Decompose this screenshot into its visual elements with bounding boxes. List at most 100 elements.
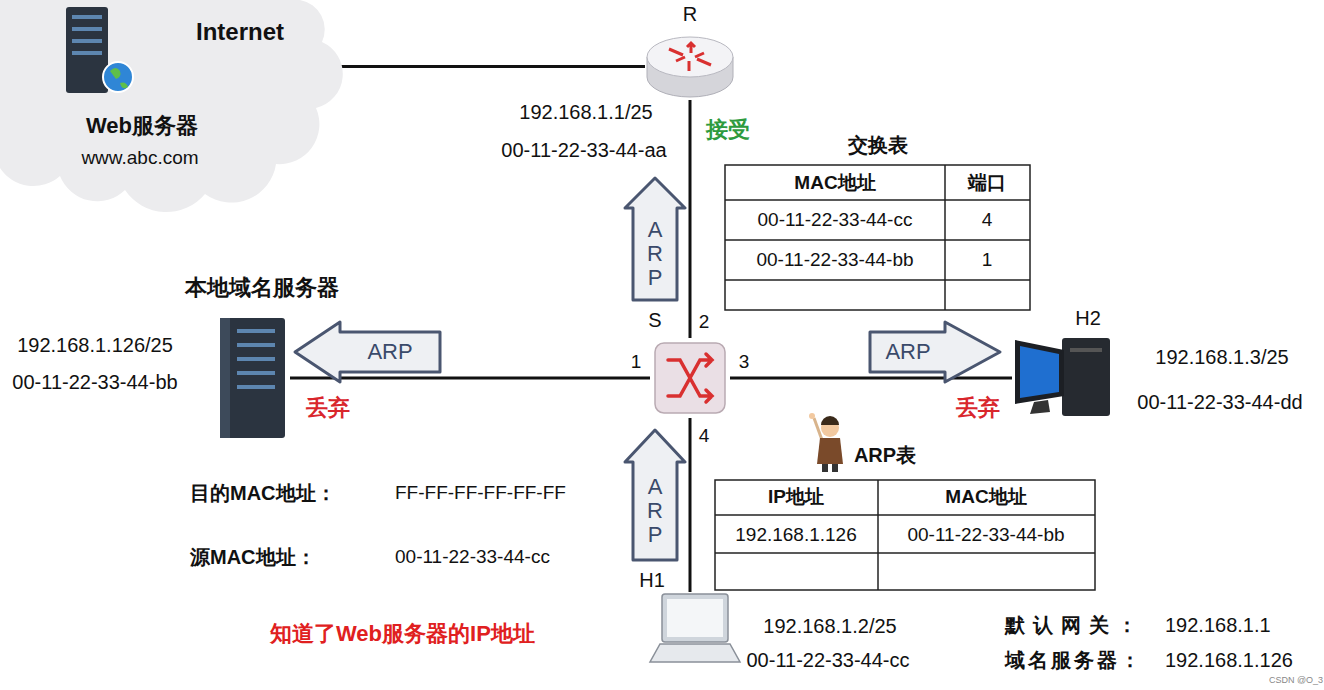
table-header: 端口 — [968, 172, 1006, 194]
icon-part — [237, 343, 275, 347]
arrow-label: ARP — [367, 339, 412, 364]
icon-part — [647, 37, 733, 77]
config-value: 192.168.1.1 — [1165, 614, 1271, 637]
frame-field: 目的MAC地址： — [190, 482, 336, 505]
table-cell: 192.168.1.126 — [735, 524, 857, 546]
table-cell: 1 — [982, 249, 993, 271]
presenter-figure — [809, 413, 843, 472]
arrow-label: ARP — [644, 475, 666, 548]
icon-part — [688, 61, 691, 71]
node-title: H1 — [639, 569, 665, 592]
config-value: 192.168.1.126 — [1165, 649, 1293, 672]
node-text: 192.168.1.1/25 — [519, 101, 652, 124]
arp-table-part — [877, 480, 879, 590]
icon-part — [1030, 400, 1050, 414]
icon-part — [655, 343, 725, 413]
arp-table-part — [715, 480, 1095, 590]
config-field: 域名服务器： — [1005, 649, 1143, 672]
icon-part — [237, 329, 275, 333]
icon-part — [72, 15, 102, 19]
node-text: www.abc.com — [81, 147, 198, 169]
port-number: 3 — [739, 351, 750, 373]
icon-part — [667, 599, 723, 637]
arp-arrow-part — [870, 322, 1000, 382]
dns-server: 本地域名服务器192.168.1.126/2500-11-22-33-44-bb — [215, 315, 290, 440]
host-h2: H2192.168.1.3/2500-11-22-33-44-dd — [1012, 330, 1112, 418]
table-header: MAC地址 — [945, 486, 1026, 508]
port-number: 4 — [699, 425, 710, 447]
node-title: Web服务器 — [86, 113, 198, 138]
icon-part — [237, 385, 275, 389]
icon-part — [669, 49, 685, 61]
switch-table-part — [725, 239, 1030, 241]
watermark: CSDN @O_3 — [1269, 675, 1323, 685]
icon-part — [1015, 340, 1064, 404]
node-title: H2 — [1075, 307, 1101, 330]
node-outline — [215, 315, 290, 440]
icon-part — [662, 594, 728, 642]
table-cell: 00-11-22-33-44-bb — [907, 524, 1064, 546]
icon-part — [668, 354, 712, 402]
table-header: IP地址 — [768, 486, 824, 508]
node-text: 00-11-22-33-44-cc — [746, 649, 909, 672]
table-cell: 00-11-22-33-44-cc — [758, 209, 913, 231]
node-text: 00-11-22-33-44-dd — [1137, 391, 1302, 414]
node-title: S — [648, 309, 661, 332]
node-text: 00-11-22-33-44-bb — [12, 371, 177, 394]
web-server: Web服务器www.abc.com — [60, 5, 170, 95]
port-number: 1 — [631, 351, 642, 373]
arp-arrow-part — [625, 430, 685, 560]
icon-part — [668, 354, 712, 396]
arp-arrow-part — [295, 322, 440, 382]
switch-table-part — [725, 165, 1030, 310]
presenter-figure-part — [814, 418, 822, 440]
table-header: MAC地址 — [794, 172, 875, 194]
node-text: 00-11-22-33-44-aa — [501, 139, 666, 162]
icon-part — [72, 27, 102, 31]
switch-table-part — [944, 165, 946, 310]
status-note: 接受 — [706, 117, 750, 142]
frame-value: FF-FF-FF-FF-FF-FF — [395, 482, 566, 504]
arrow-label: ARP — [644, 218, 666, 291]
table-title: ARP表 — [854, 444, 916, 467]
node-outline — [645, 33, 735, 100]
table-cell: 00-11-22-33-44-bb — [756, 249, 913, 271]
icon-part — [72, 39, 102, 43]
icon-part — [220, 318, 230, 438]
arp-table — [715, 480, 1095, 590]
host-h1: H1192.168.1.2/2500-11-22-33-44-cc — [648, 592, 740, 665]
network-link — [290, 377, 650, 380]
status-note: 丢弃 — [306, 395, 350, 420]
icon-part — [66, 7, 108, 93]
node-text: 192.168.1.3/25 — [1155, 346, 1288, 369]
switch-table-part — [725, 279, 1030, 281]
network-link — [730, 377, 1012, 380]
node-outline — [60, 5, 170, 95]
node-outline — [650, 338, 730, 418]
network-link — [689, 418, 692, 592]
status-note: 丢弃 — [956, 395, 1000, 420]
icon-part — [1020, 346, 1059, 398]
frame-value: 00-11-22-33-44-cc — [395, 546, 550, 568]
presenter-figure-part — [821, 416, 839, 425]
icon-part — [220, 318, 285, 438]
table-cell: 4 — [982, 209, 993, 231]
icon-part — [650, 644, 740, 662]
icon-part — [1062, 338, 1110, 416]
node-title: Internet — [196, 18, 284, 46]
switch-table — [725, 165, 1030, 310]
frame-field: 源MAC地址： — [190, 546, 316, 569]
icon-part — [687, 43, 695, 53]
router: R192.168.1.1/2500-11-22-33-44-aa — [645, 33, 735, 100]
presenter-figure-part — [809, 413, 815, 419]
node-title: R — [683, 3, 697, 26]
port-number: 2 — [699, 311, 710, 333]
switch: S — [650, 338, 730, 418]
presenter-figure-part — [822, 464, 828, 472]
internet-cloud: InternetWeb服务器www.abc.com — [0, 0, 330, 215]
icon-part — [669, 43, 711, 71]
icon-part — [72, 51, 102, 55]
icon-part — [1070, 348, 1102, 352]
node-title: 本地域名服务器 — [185, 275, 339, 300]
